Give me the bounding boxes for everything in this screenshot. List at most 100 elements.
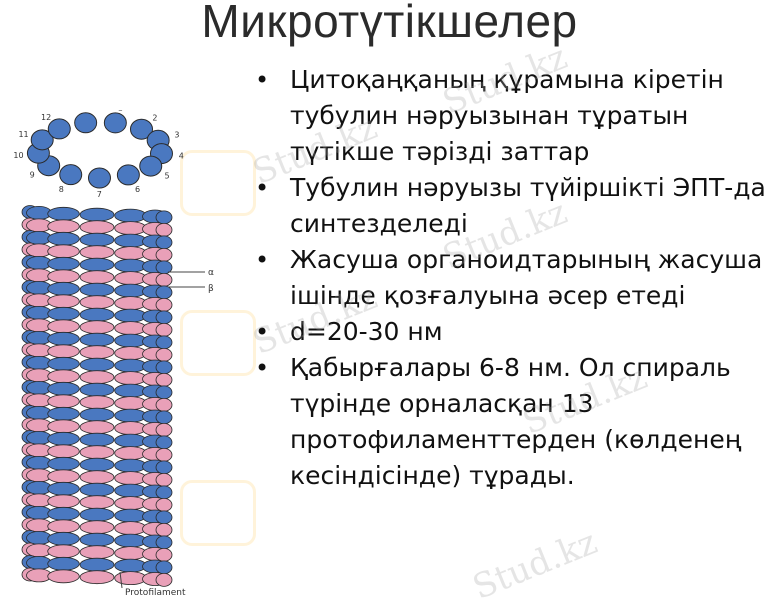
beta-tubulin-subunit	[47, 206, 80, 221]
beta-tubulin-subunit	[47, 531, 80, 546]
alpha-tubulin-subunit	[47, 319, 80, 334]
microtubule-cylinder	[21, 205, 173, 587]
ring-number-label: 6	[135, 185, 140, 194]
protofilament-subunit	[129, 118, 153, 140]
ring-number-label: 8	[59, 185, 64, 194]
beta-tubulin-subunit	[114, 433, 147, 448]
beta-tubulin-subunit	[47, 556, 80, 571]
bullet-item: Цитоқаңқаның құрамына кіретін тубулин нə…	[252, 62, 779, 170]
alpha-label: α	[208, 268, 214, 278]
alpha-tubulin-subunit	[114, 471, 147, 486]
ring-number-label: 3	[174, 131, 179, 140]
bullet-item: d=20-30 нм	[252, 314, 779, 350]
ring-number-label: 4	[179, 152, 184, 161]
beta-tubulin-subunit	[155, 385, 173, 400]
beta-tubulin-subunit	[47, 281, 80, 296]
alpha-tubulin-subunit	[155, 472, 173, 487]
alpha-tubulin-subunit	[79, 520, 115, 535]
beta-tubulin-subunit	[79, 232, 115, 247]
beta-tubulin-subunit	[114, 333, 147, 348]
alpha-tubulin-subunit	[114, 321, 147, 336]
beta-tubulin-subunit	[79, 282, 115, 297]
beta-tubulin-subunit	[114, 258, 147, 273]
beta-tubulin-subunit	[114, 458, 147, 473]
beta-tubulin-subunit	[79, 307, 115, 322]
alpha-tubulin-subunit	[114, 296, 147, 311]
bullet-item: Жасуша органоидтарының жасуша ішінде қоз…	[252, 242, 779, 314]
beta-tubulin-subunit	[79, 357, 115, 372]
beta-tubulin-subunit	[114, 308, 147, 323]
alpha-tubulin-subunit	[155, 247, 173, 262]
alpha-tubulin-subunit	[114, 521, 147, 536]
alpha-tubulin-subunit	[79, 320, 115, 335]
alpha-tubulin-subunit	[114, 546, 147, 561]
beta-tubulin-subunit	[47, 431, 80, 446]
beta-tubulin-subunit	[79, 532, 115, 547]
beta-tubulin-subunit	[47, 306, 80, 321]
alpha-tubulin-subunit	[47, 269, 80, 284]
beta-tubulin-subunit	[114, 408, 147, 423]
ring-number-label: 7	[97, 190, 102, 199]
alpha-tubulin-subunit	[79, 270, 115, 285]
alpha-tubulin-subunit	[79, 370, 115, 385]
alpha-tubulin-subunit	[155, 422, 173, 437]
alpha-tubulin-subunit	[47, 394, 80, 409]
beta-tubulin-subunit	[155, 560, 173, 575]
alpha-tubulin-subunit	[47, 419, 80, 434]
alpha-tubulin-subunit	[79, 470, 115, 485]
protofilament-subunit	[59, 164, 83, 186]
beta-tubulin-subunit	[155, 235, 173, 250]
bullet-list: Цитоқаңқаның құрамына кіретін тубулин нə…	[252, 62, 779, 494]
beta-tubulin-subunit	[114, 483, 147, 498]
beta-tubulin-subunit	[114, 233, 147, 248]
beta-tubulin-subunit	[155, 410, 173, 425]
beta-tubulin-subunit	[155, 310, 173, 325]
alpha-tubulin-subunit	[114, 246, 147, 261]
beta-tubulin-subunit	[155, 535, 173, 550]
watermark-text: Stud.kz	[467, 522, 603, 608]
protofilament-subunit	[30, 129, 54, 151]
alpha-tubulin-subunit	[114, 496, 147, 511]
beta-tubulin-subunit	[47, 406, 80, 421]
alpha-tubulin-subunit	[47, 519, 80, 534]
alpha-tubulin-subunit	[155, 322, 173, 337]
alpha-tubulin-subunit	[79, 545, 115, 560]
beta-tubulin-subunit	[79, 382, 115, 397]
alpha-tubulin-subunit	[47, 569, 80, 584]
alpha-tubulin-subunit	[114, 371, 147, 386]
bullet-item: Тубулин нəруызы түйіршікті ЭПТ-да синтез…	[252, 170, 779, 242]
alpha-tubulin-subunit	[114, 446, 147, 461]
alpha-tubulin-subunit	[47, 294, 80, 309]
beta-tubulin-subunit	[79, 507, 115, 522]
ring-number-label: 2	[152, 113, 157, 122]
beta-tubulin-subunit	[114, 533, 147, 548]
alpha-tubulin-subunit	[114, 396, 147, 411]
alpha-tubulin-subunit	[114, 571, 147, 586]
ring-number-label: 5	[165, 171, 170, 180]
ring-number-label: 9	[30, 171, 35, 180]
beta-tubulin-subunit	[155, 485, 173, 500]
alpha-tubulin-subunit	[47, 544, 80, 559]
protofilament-subunit	[47, 118, 71, 140]
beta-tubulin-subunit	[79, 457, 115, 472]
beta-tubulin-subunit	[114, 358, 147, 373]
alpha-tubulin-subunit	[155, 347, 173, 362]
alpha-tubulin-subunit	[79, 445, 115, 460]
beta-tubulin-subunit	[79, 332, 115, 347]
alpha-tubulin-subunit	[47, 344, 80, 359]
alpha-tubulin-subunit	[47, 494, 80, 509]
alpha-tubulin-subunit	[79, 245, 115, 260]
beta-tubulin-subunit	[47, 231, 80, 246]
beta-tubulin-subunit	[155, 285, 173, 300]
beta-tubulin-subunit	[47, 481, 80, 496]
beta-tubulin-subunit	[79, 482, 115, 497]
beta-tubulin-subunit	[114, 508, 147, 523]
alpha-tubulin-subunit	[114, 421, 147, 436]
beta-tubulin-subunit	[155, 435, 173, 450]
alpha-tubulin-subunit	[79, 420, 115, 435]
protofilament-leader-line	[119, 571, 123, 589]
alpha-tubulin-subunit	[47, 469, 80, 484]
alpha-tubulin-subunit	[155, 297, 173, 312]
